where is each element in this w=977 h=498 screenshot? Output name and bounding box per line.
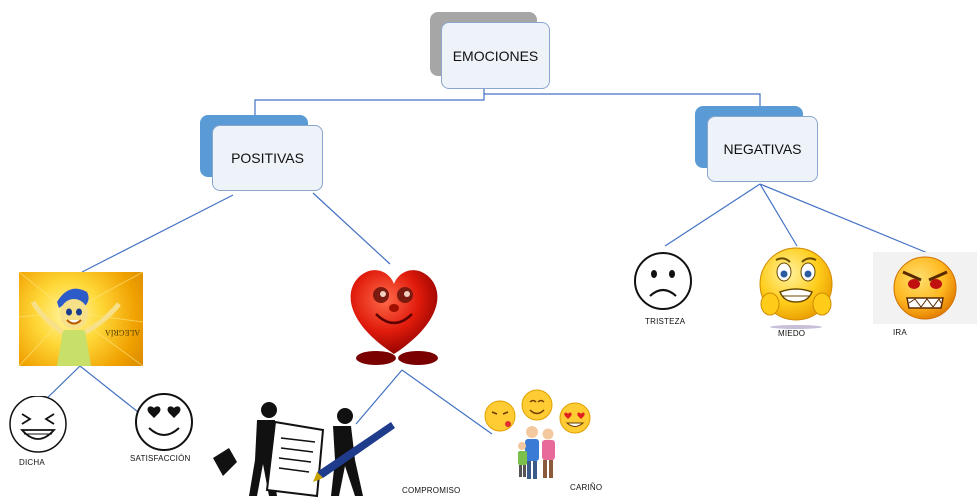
carino-label: CARIÑO: [570, 483, 603, 492]
connector-positivas-alegria: [81, 194, 234, 273]
angry-face-icon: [893, 256, 957, 320]
family-emoji-icon: [484, 389, 591, 479]
satisfaccion-label: SATISFACCIÓN: [130, 454, 191, 463]
positivas-label: POSITIVAS: [231, 150, 304, 166]
connector-alegria-satisfaccion: [79, 365, 139, 413]
tristeza-label: TRISTEZA: [645, 317, 686, 326]
negativas-label: NEGATIVAS: [723, 141, 802, 157]
dicha-label: DICHA: [19, 458, 45, 467]
connector-negativas-ira: [759, 183, 931, 255]
alegria-image-text: ALEGRÍA: [105, 328, 141, 337]
connector-root-negativas: [484, 93, 761, 110]
compromiso-label: COMPROMISO: [402, 486, 461, 495]
root-node[interactable]: EMOCIONES: [441, 22, 550, 89]
heart-image: [338, 262, 450, 366]
ira-image: [873, 252, 977, 324]
connector-positivas-corazon: [312, 192, 391, 265]
connector-negativas-tristeza: [664, 183, 761, 247]
alegria-image: ALEGRÍA: [19, 272, 143, 366]
signing-contract-icon: [213, 402, 395, 498]
ira-label: IRA: [893, 328, 907, 337]
connector-negativas-miedo: [759, 183, 798, 247]
negativas-node[interactable]: NEGATIVAS: [707, 116, 818, 182]
smiling-heart-icon: [350, 270, 438, 365]
connector-corazon-carino: [401, 369, 493, 435]
root-label: EMOCIONES: [452, 47, 539, 64]
connector-corazon-compromiso: [355, 369, 403, 425]
joy-character-icon: [19, 272, 143, 366]
miedo-label: MIEDO: [778, 329, 806, 338]
positivas-node[interactable]: POSITIVAS: [212, 125, 323, 191]
